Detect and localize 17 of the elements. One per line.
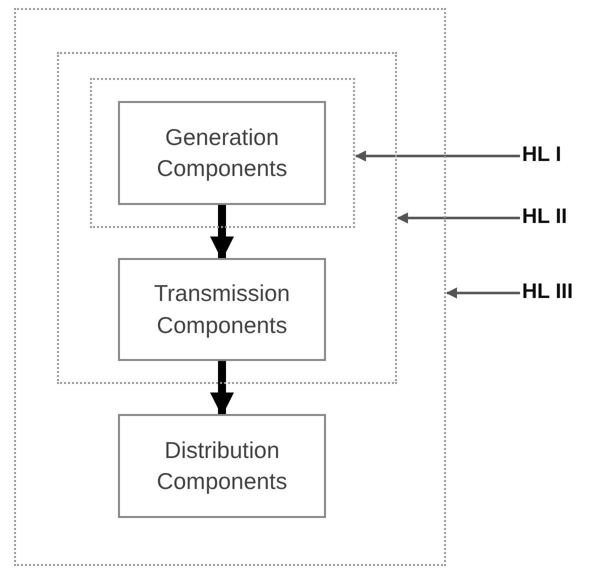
arrow xyxy=(354,150,520,162)
arrow xyxy=(446,287,520,299)
box-label: Generation Components xyxy=(156,122,288,183)
box-label: Distribution Components xyxy=(156,436,288,496)
dotted-boundary xyxy=(14,8,446,566)
dotted-boundary xyxy=(90,78,355,228)
level-label: HL II xyxy=(522,202,588,232)
level-label: HL I xyxy=(522,140,588,170)
process-box xyxy=(118,414,326,518)
dotted-boundary xyxy=(57,52,397,384)
arrow xyxy=(210,361,234,416)
level-label: HL III xyxy=(522,277,592,307)
arrow xyxy=(396,212,520,224)
arrow xyxy=(210,205,234,260)
process-box xyxy=(118,258,326,361)
box-label: Transmission Components xyxy=(153,279,291,340)
process-box xyxy=(118,101,326,205)
